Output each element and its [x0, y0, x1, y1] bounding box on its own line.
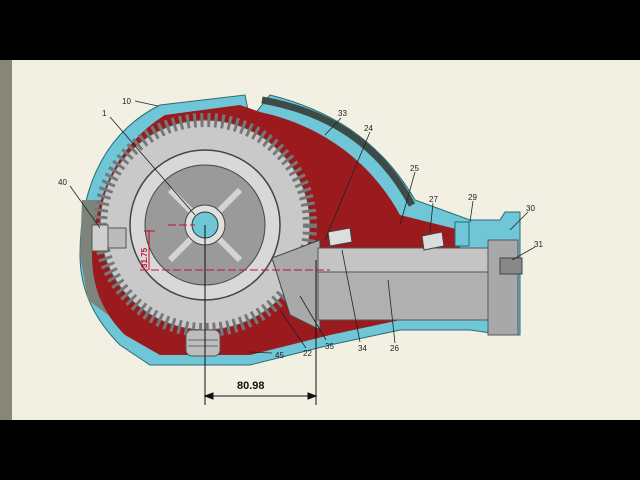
rear-bearing: [421, 231, 445, 251]
oil-seal: [454, 221, 470, 247]
callout-40: 40: [58, 178, 67, 187]
centre-lines: [140, 224, 330, 271]
pinion-shaft-lower: [317, 271, 489, 321]
dimension-horizontal: 80.98: [237, 380, 265, 392]
drain-plug-icon: [185, 329, 221, 357]
filler-bolt-icon: [91, 224, 127, 252]
callout-33: 33: [338, 109, 347, 118]
flange-nut: [499, 257, 523, 275]
front-bearing: [327, 227, 353, 247]
callout-29: 29: [468, 193, 477, 202]
callout-27: 27: [429, 195, 438, 204]
vertical-dimension: [144, 230, 155, 270]
callout-30: 30: [526, 204, 535, 213]
callout-22: 22: [303, 349, 312, 358]
case-top-rim: [261, 96, 416, 207]
leader-lines: [69, 100, 536, 354]
callout-25: 25: [410, 164, 419, 173]
horizontal-dimension: [203, 225, 318, 405]
callout-45: 45: [275, 351, 284, 360]
dimension-vertical: 31.75: [140, 247, 149, 268]
companion-flange: [487, 239, 519, 336]
callout-31: 31: [534, 240, 543, 249]
callout-1: 1: [102, 109, 107, 118]
callout-35: 35: [325, 342, 334, 351]
callout-26: 26: [390, 344, 399, 353]
callout-34: 34: [358, 344, 367, 353]
page-edge-shadow: [0, 60, 12, 420]
callout-24: 24: [364, 124, 373, 133]
callout-10: 10: [122, 97, 131, 106]
